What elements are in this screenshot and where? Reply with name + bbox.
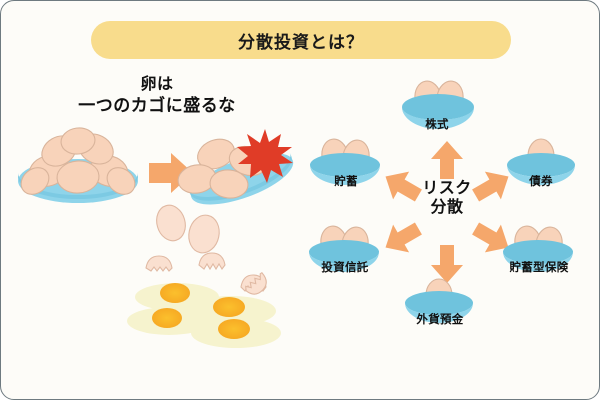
- transition-arrow: [149, 153, 193, 193]
- broken-egg-shells: [145, 252, 267, 295]
- proverb-line-1: 卵は: [140, 74, 174, 93]
- risk-label-line-1: リスク: [422, 178, 472, 197]
- arrow-lower-left: [385, 222, 422, 253]
- proverb-heading: 卵は 一つのカゴに盛るな: [27, 73, 287, 118]
- asset-label-toshi: 投資信託: [321, 260, 369, 274]
- proverb-line-2: 一つのカゴに盛るな: [78, 95, 236, 116]
- asset-label-chochikugata: 貯蓄型保険: [509, 260, 569, 274]
- arrow-down: [431, 245, 463, 283]
- arrow-lower-right: [472, 222, 509, 253]
- cracked-eggs-on-ground: [127, 283, 281, 348]
- asset-label-kabushiki: 株式: [425, 117, 449, 131]
- risk-label-line-2: 分散: [430, 196, 464, 216]
- falling-eggs: [156, 204, 220, 254]
- asset-label-chochiku: 貯蓄: [334, 174, 358, 188]
- risk-diversification-label: リスク 分散: [397, 178, 497, 217]
- title-banner: 分散投資とは？: [91, 21, 511, 59]
- red-impact-burst: [237, 129, 293, 183]
- page-title: 分散投資とは？: [238, 32, 364, 53]
- asset-label-gaika: 外貨預金: [416, 312, 464, 326]
- asset-label-saiken: 債券: [529, 174, 553, 188]
- arrow-up: [431, 141, 463, 179]
- tipped-basket: [177, 138, 294, 205]
- basket-full-of-eggs: [18, 127, 138, 203]
